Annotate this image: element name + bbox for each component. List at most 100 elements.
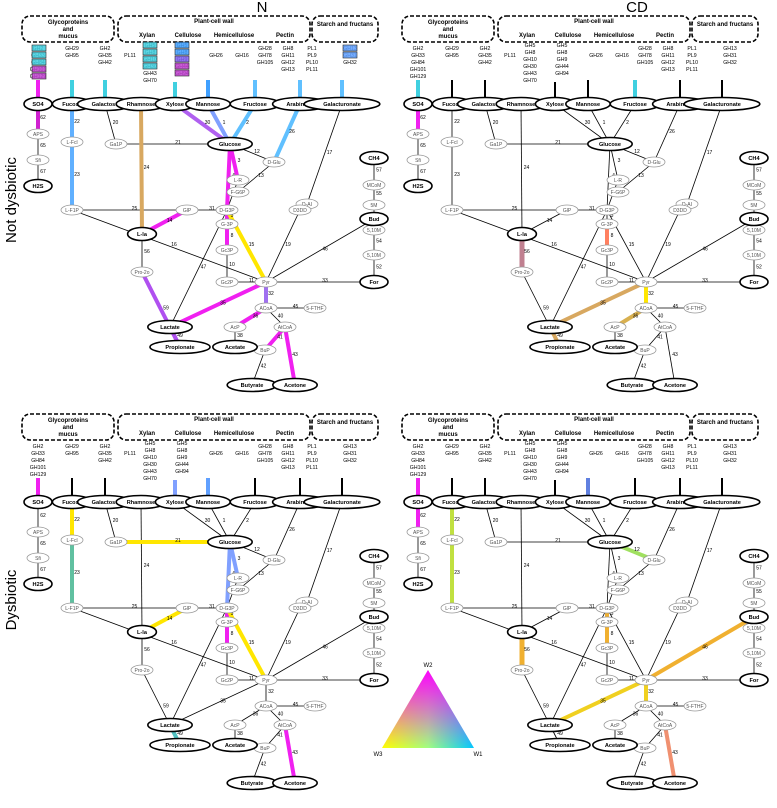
enzyme-pectin-a-0: GH28: [258, 46, 272, 52]
reaction-label-21: 21: [555, 140, 561, 146]
reaction-label-16: 16: [171, 640, 177, 646]
metabolite-label-propionate: Propionate: [165, 345, 194, 351]
enzyme-glyco-c-1: GH35: [98, 53, 112, 59]
metabolite-label-propionate: Propionate: [545, 345, 574, 351]
intermediate-label-ga1p: Ga1P: [490, 540, 503, 546]
reaction-label-10: 10: [229, 262, 235, 268]
intermediate-label-g3p: G-3P: [601, 222, 613, 228]
enzyme-cellulose-1: GH8: [177, 448, 188, 454]
reaction-label-5: 5: [611, 611, 614, 617]
subcategory-label-cellulose: Cellulose: [175, 431, 202, 437]
reaction-label-24: 24: [144, 165, 150, 171]
metabolite-node: [527, 717, 574, 733]
intermediate-label-bup: BuP: [640, 746, 650, 752]
enzyme-pectin-a-0: GH28: [638, 46, 652, 52]
intermediate-label-dg3p: D-G3P: [219, 606, 235, 612]
reaction-label-62: 62: [40, 115, 46, 121]
intermediate-node: [262, 156, 286, 168]
reaction-label-16: 16: [551, 242, 557, 248]
enzyme-xylan-3: GH30: [523, 462, 537, 468]
enzyme-glyco-b-1: GH95: [445, 53, 459, 59]
enzyme-glyco-1: GH33: [411, 451, 425, 457]
intermediate-label-m510a: 5,10M: [367, 626, 381, 632]
category-box: [311, 413, 379, 441]
intermediate-label-pyr: Pyr: [262, 678, 270, 684]
enzyme-pectin-b-3: GH13: [281, 67, 295, 73]
intermediate-label-m510b: 5,10M: [747, 651, 761, 657]
enzyme-pectin-c-2: PL10: [686, 458, 698, 464]
subcategory-label-xylan: Xylan: [519, 431, 535, 437]
intermediate-node: [362, 179, 386, 191]
pathway-edge: [686, 501, 723, 603]
reaction-label-31: 31: [589, 206, 595, 212]
intermediate-label-glp: GlP: [183, 208, 192, 214]
intermediate-label-acoa: ACoA: [639, 704, 653, 710]
subcategory-label-hemicellulose: Hemicellulose: [214, 33, 255, 39]
enzyme-cellulose-3: GH44: [175, 462, 189, 468]
pathway-edge: [265, 218, 375, 283]
metabolite-label-bud: Bud: [369, 217, 380, 223]
reaction-label-1: 1: [603, 518, 606, 524]
intermediate-label-lf1p: L-F1P: [65, 208, 79, 214]
intermediate-node: [484, 536, 508, 548]
reaction-label-55: 55: [756, 589, 762, 595]
reaction-label-36: 36: [633, 712, 639, 718]
metabolite-node: [359, 609, 389, 625]
intermediate-label-pro2: Pro-2o: [514, 270, 529, 276]
metabolite-label-acetone: Acetone: [664, 383, 686, 389]
metabolite-node: [587, 534, 634, 550]
intermediate-label-fthf: 5-FTHF: [686, 704, 703, 710]
enzyme-pectin-a-2: GH105: [637, 60, 654, 66]
intermediate-node: [26, 552, 50, 564]
reaction-label-33: 33: [702, 278, 708, 284]
intermediate-node: [510, 664, 534, 676]
subcategory-label-cellulose: Cellulose: [175, 33, 202, 39]
intermediate-label-atcoa: AtCoA: [278, 325, 293, 331]
reaction-label-30: 30: [585, 120, 591, 126]
enzyme-glyco-2: GH84: [411, 458, 425, 464]
metabolite-node: [272, 775, 319, 791]
enzyme-pectin-a-2: GH105: [637, 458, 654, 464]
reaction-label-54: 54: [376, 239, 382, 245]
intermediate-label-acoa: ACoA: [639, 306, 653, 312]
intermediate-node: [603, 719, 627, 731]
reaction-label-25: 25: [132, 604, 138, 610]
intermediate-node: [60, 602, 84, 614]
reaction-label-14: 14: [167, 218, 173, 224]
intermediate-label-fthf: 5-FTHF: [306, 704, 323, 710]
pathway-edge: [520, 501, 523, 633]
intermediate-label-acp: AcP: [610, 325, 620, 331]
intermediate-node: [273, 719, 297, 731]
reaction-label-30: 30: [205, 120, 211, 126]
intermediate-label-acp: AcP: [230, 325, 240, 331]
reaction-label-3: 3: [618, 556, 621, 562]
enzyme-pectin-a-1: GH78: [638, 53, 652, 59]
metabolite-label-xylose: Xylose: [166, 500, 184, 506]
metabolite-label-lactate: Lactate: [160, 325, 180, 331]
reaction-label-13: 13: [258, 173, 264, 179]
metabolite-node: [527, 319, 574, 335]
reaction-label-49: 49: [177, 731, 183, 737]
intermediate-node: [362, 597, 386, 609]
intermediate-node: [226, 174, 250, 186]
reaction-label-45: 45: [673, 702, 679, 708]
reaction-label-45: 45: [673, 304, 679, 310]
metabolite-node: [529, 737, 591, 753]
metabolite-label-h2s: H2S: [33, 582, 44, 588]
intermediate-label-aps: APS: [413, 132, 424, 138]
category-box: [117, 15, 311, 43]
reaction-label-1: 1: [223, 120, 226, 126]
intermediate-node: [130, 266, 154, 278]
enzyme-starch-0: GH13: [343, 444, 357, 450]
reaction-label-47: 47: [581, 265, 587, 271]
enzyme-pectin-c-0: PL1: [307, 444, 316, 450]
enzyme-starch-2: GH32: [723, 60, 737, 66]
enzyme-xylan-2: GH10: [523, 455, 537, 461]
intermediate-node: [406, 526, 430, 538]
intermediate-label-m510b: 5,10M: [367, 253, 381, 259]
pathway-edge: [521, 669, 561, 746]
reaction-label-21: 21: [175, 538, 181, 544]
metabolite-node: [359, 211, 389, 227]
reaction-label-15: 15: [629, 640, 635, 646]
